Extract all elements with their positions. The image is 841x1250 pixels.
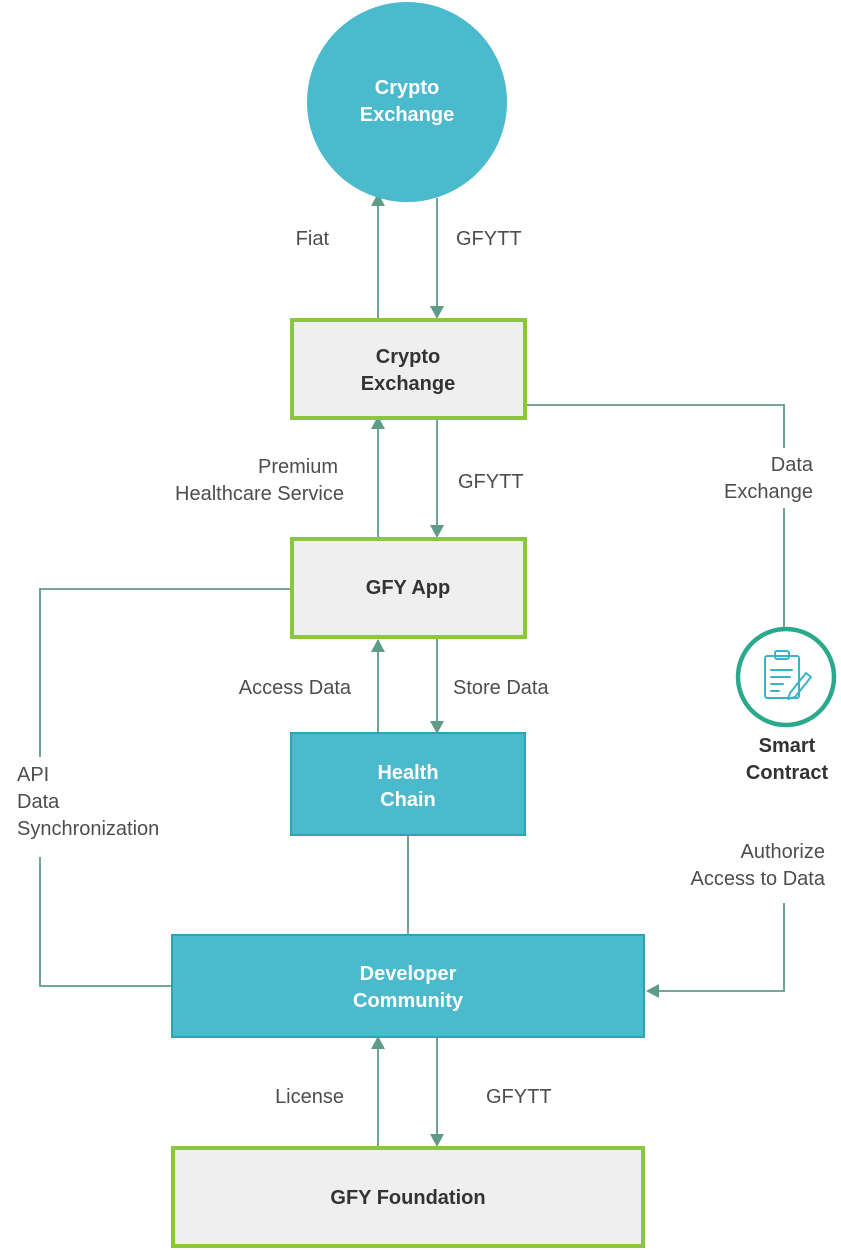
data-exchange-line-top: [526, 404, 785, 448]
developer-community-node: Developer Community: [171, 934, 645, 1038]
gfy-foundation-node: GFY Foundation: [171, 1146, 645, 1248]
authorize-arrowhead: [646, 984, 659, 998]
crypto-exchange-box-line1: Crypto: [376, 346, 440, 368]
crypto-exchange-box-node: Crypto Exchange: [290, 318, 527, 420]
gfytt-top-label: GFYTT: [456, 228, 522, 250]
fiat-label: Fiat: [296, 228, 330, 250]
gfytt-bottom-label: GFYTT: [486, 1086, 552, 1108]
crypto-exchange-circle-line1: Crypto: [375, 77, 439, 99]
fiat-arrowhead: [371, 193, 385, 206]
gfy-app-label: GFY App: [366, 577, 450, 599]
license-arrowhead: [371, 1036, 385, 1049]
data-exchange-label-line2: Exchange: [724, 481, 813, 503]
license-label: License: [275, 1086, 344, 1108]
api-label-line2: Data: [17, 791, 60, 813]
authorize-line: [655, 903, 785, 992]
api-label-line3: Synchronization: [17, 818, 159, 840]
authorize-label-line1: Authorize: [741, 841, 826, 863]
smart-contract-line1: Smart: [759, 735, 816, 757]
access-data-arrowhead: [371, 639, 385, 652]
premium-arrowhead: [371, 416, 385, 429]
gfy-app-node: GFY App: [290, 537, 527, 639]
authorize-label-line2: Access to Data: [690, 868, 825, 890]
gfytt-top-arrowhead: [430, 306, 444, 319]
data-exchange-label-line1: Data: [771, 454, 814, 476]
access-data-label: Access Data: [239, 677, 352, 699]
api-sync-line-top: [39, 588, 292, 757]
premium-label-line2: Healthcare Service: [175, 483, 344, 505]
gfytt-bottom-arrowhead: [430, 1134, 444, 1147]
health-chain-line2: Chain: [380, 789, 436, 811]
gfytt-mid-arrowhead: [430, 525, 444, 538]
developer-community-line2: Community: [353, 990, 464, 1012]
crypto-exchange-circle-node: Crypto Exchange: [307, 2, 507, 202]
store-data-label: Store Data: [453, 677, 549, 699]
smart-contract-node: Smart Contract: [735, 626, 837, 784]
crypto-exchange-circle-line2: Exchange: [360, 104, 454, 126]
gfytt-mid-label: GFYTT: [458, 471, 524, 493]
api-sync-line-bottom: [39, 857, 172, 987]
developer-community-line1: Developer: [360, 963, 457, 985]
smart-contract-line2: Contract: [746, 762, 829, 784]
premium-label-line1: Premium: [258, 456, 338, 478]
health-chain-node: Health Chain: [290, 732, 526, 836]
api-label-line1: API: [17, 764, 49, 786]
store-data-arrowhead: [430, 721, 444, 734]
clipboard-pen-icon: [764, 650, 812, 700]
health-chain-line1: Health: [377, 762, 438, 784]
crypto-exchange-box-line2: Exchange: [361, 373, 455, 395]
gfy-foundation-label: GFY Foundation: [330, 1187, 485, 1209]
